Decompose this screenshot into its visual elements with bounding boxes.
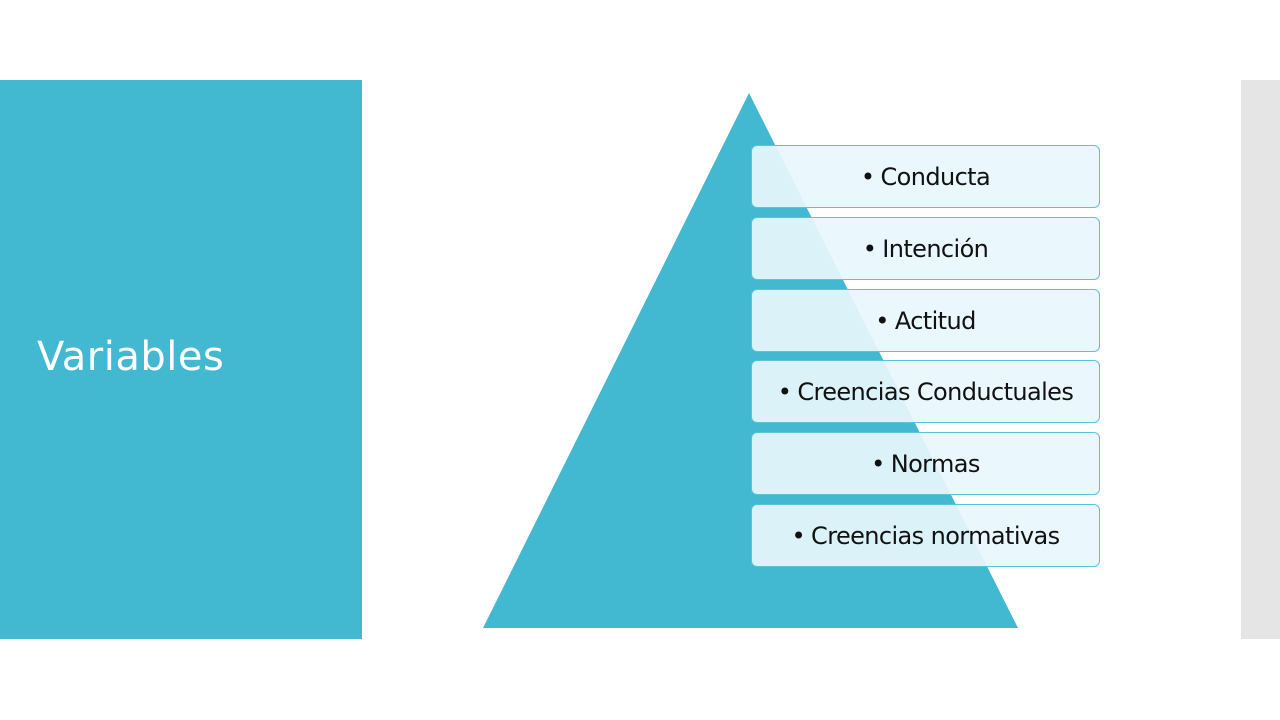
- pyramid-level-text: Intención: [882, 234, 989, 263]
- pyramid-level-conducta: •Conducta: [751, 145, 1100, 208]
- pyramid-level-actitud: •Actitud: [751, 289, 1100, 352]
- pyramid-level-label: •Intención: [863, 235, 989, 263]
- bullet-icon: •: [777, 377, 792, 406]
- pyramid-level-creencias-conductuales: •Creencias Conductuales: [751, 360, 1100, 423]
- bullet-icon: •: [860, 162, 875, 191]
- pyramid-level-text: Normas: [890, 449, 981, 478]
- pyramid-level-label: •Conducta: [860, 162, 991, 191]
- bullet-icon: •: [871, 449, 885, 478]
- pyramid-level-label: •Creencias Conductuales: [777, 377, 1074, 406]
- pyramid-level-label: •Actitud: [875, 307, 976, 335]
- pyramid-level-text: Creencias Conductuales: [797, 377, 1074, 406]
- title-panel: [0, 80, 362, 639]
- pyramid-level-list: •Conducta •Intención •Actitud •Creencias…: [751, 145, 1100, 567]
- bullet-icon: •: [875, 306, 889, 335]
- pyramid-level-text: Conducta: [880, 162, 991, 191]
- pyramid-level-label: •Creencias normativas: [791, 521, 1060, 550]
- pyramid-level-intencion: •Intención: [751, 217, 1100, 280]
- pyramid-level-text: Actitud: [894, 306, 977, 335]
- right-accent-strip: [1241, 80, 1280, 639]
- pyramid-level-text: Creencias normativas: [811, 521, 1060, 550]
- pyramid-level-normas: •Normas: [751, 432, 1100, 495]
- slide-title: Variables: [37, 334, 225, 380]
- bullet-icon: •: [862, 234, 877, 263]
- pyramid-level-creencias-normativas: •Creencias normativas: [751, 504, 1100, 567]
- bullet-icon: •: [791, 521, 806, 550]
- pyramid-level-label: •Normas: [871, 450, 980, 478]
